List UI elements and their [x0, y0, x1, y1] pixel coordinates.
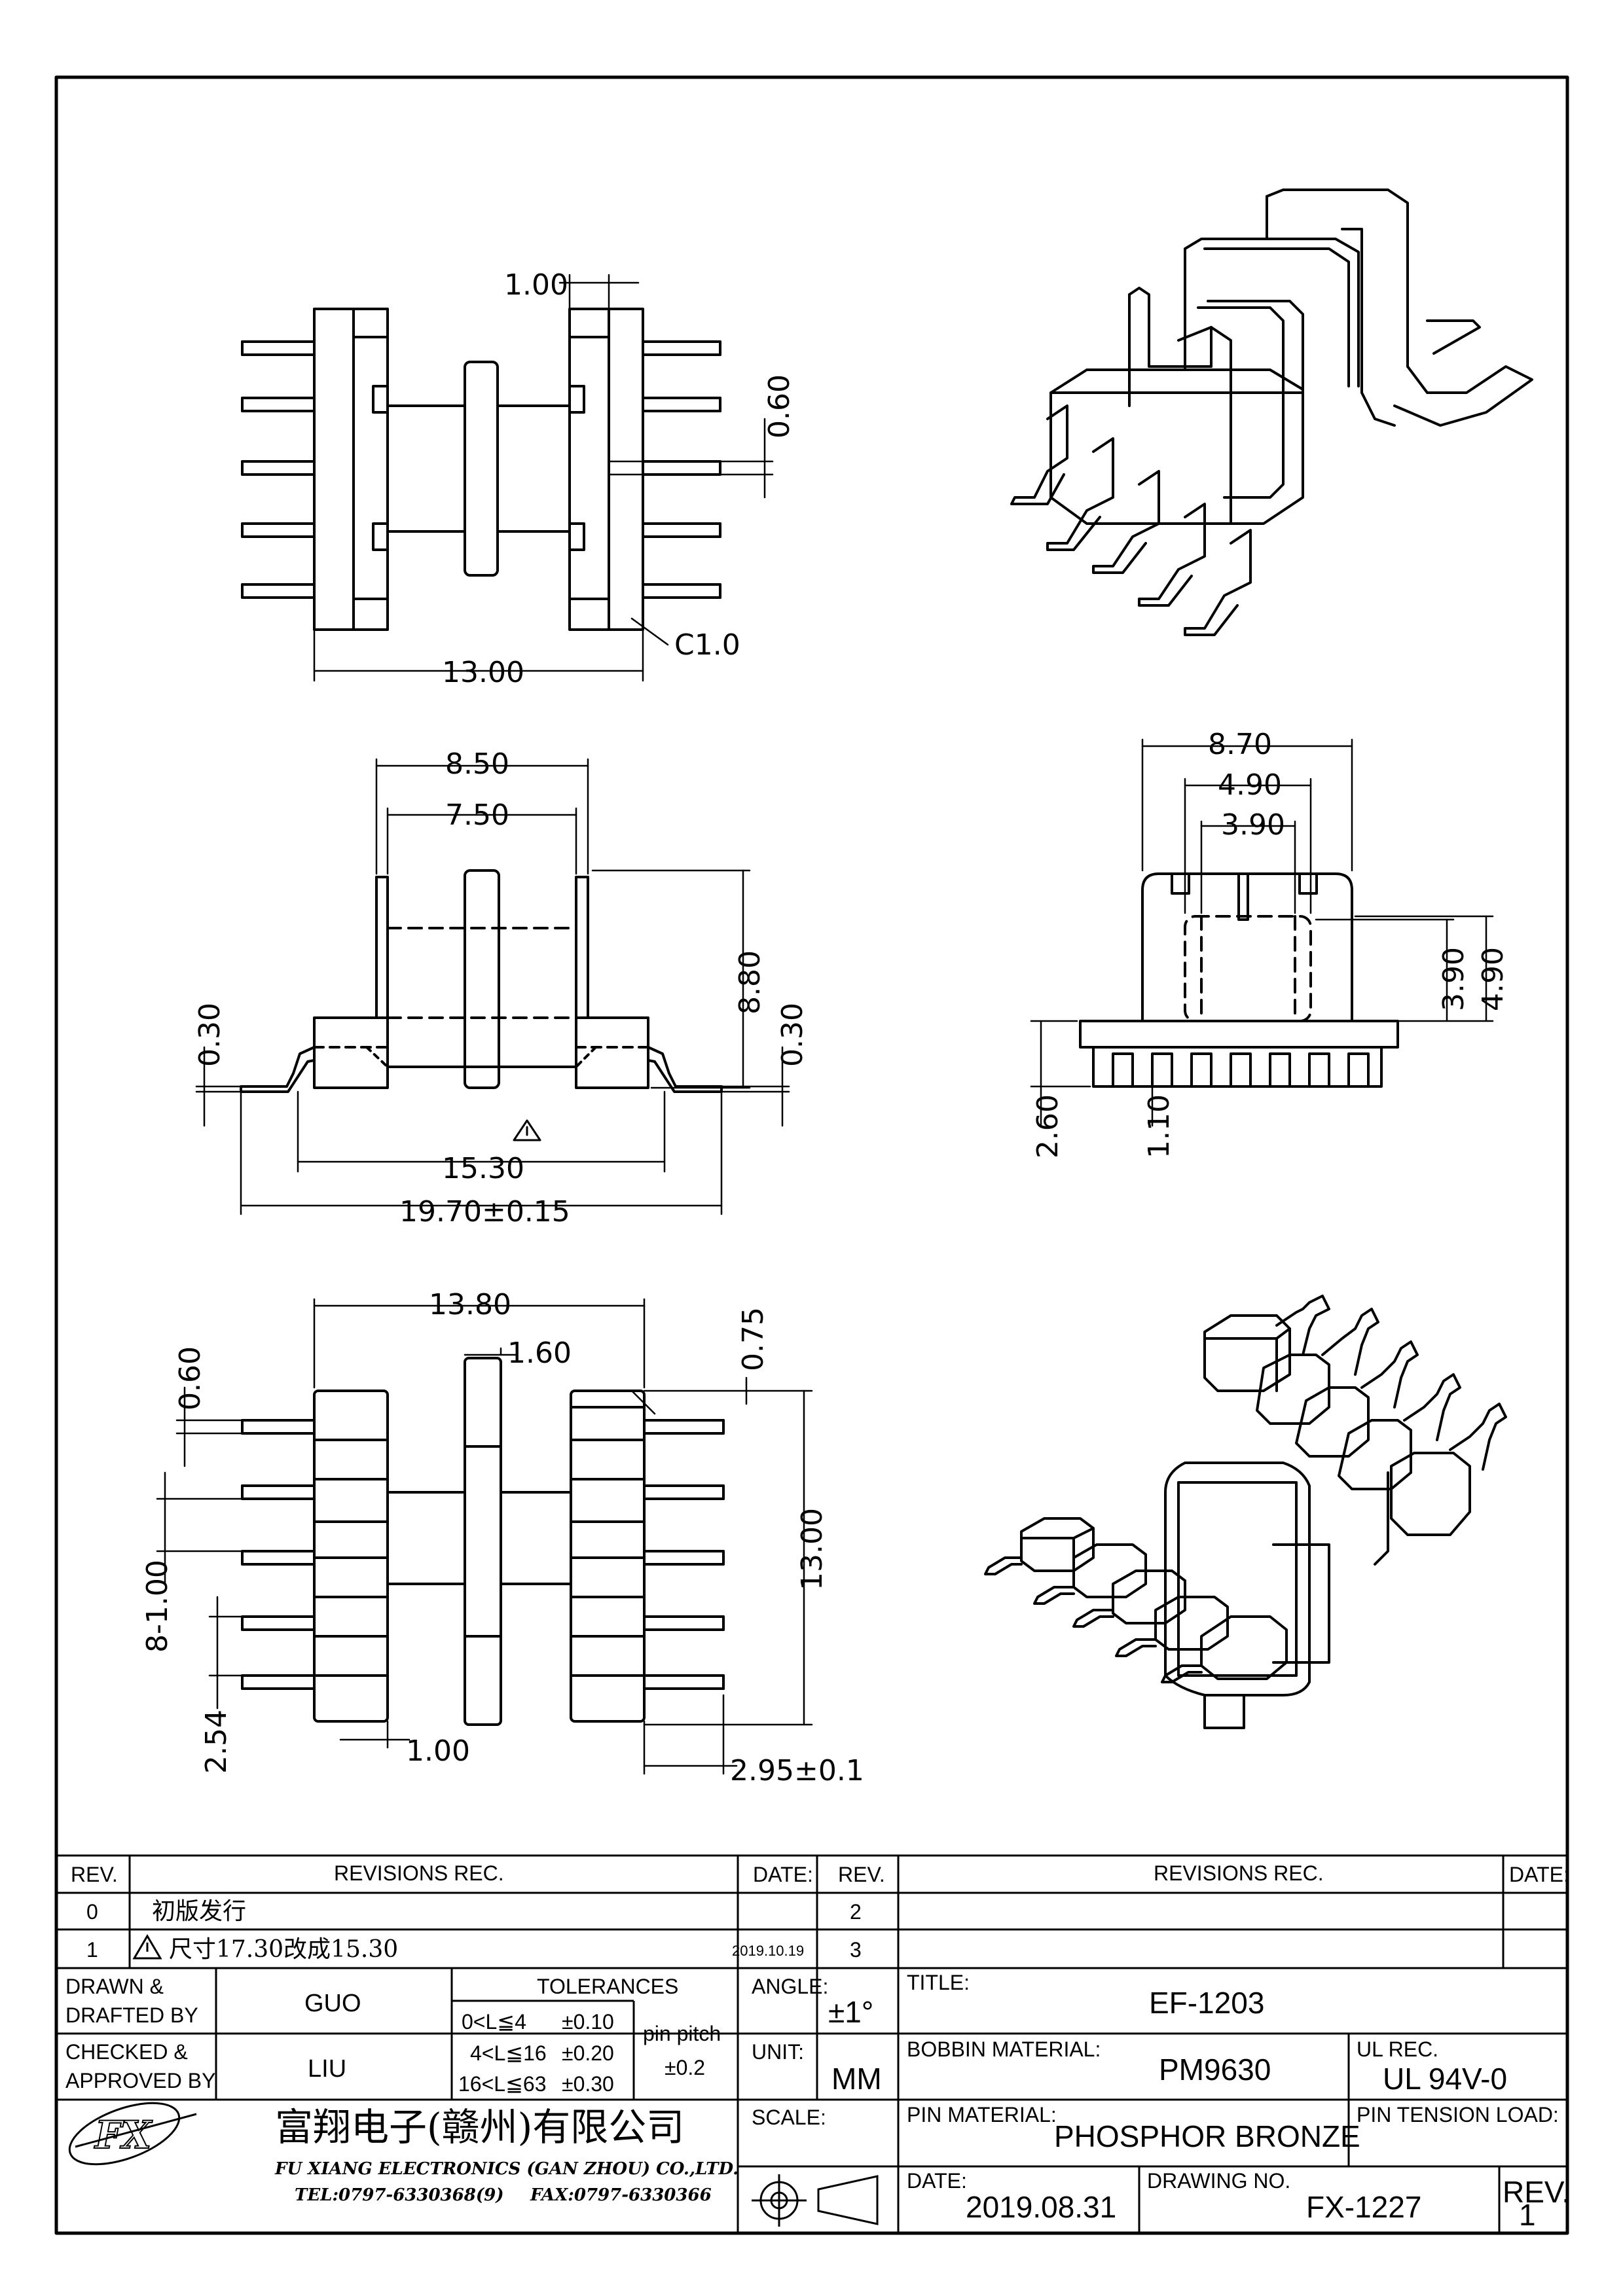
bobbin-material: PM9630: [1159, 2053, 1271, 2087]
dim-window-height-inner: 3.90: [1437, 947, 1470, 1011]
title-label: TITLE:: [907, 1971, 970, 1994]
revision-1-date: 2019.10.19: [732, 1943, 804, 1959]
scale-label: SCALE:: [752, 2106, 826, 2129]
dim-outer-span: 8.50: [445, 747, 509, 781]
dim-core-width: 1.60: [507, 1336, 572, 1370]
dim-window-inner: 3.90: [1221, 808, 1285, 842]
drawn-label: DRAWN &: [65, 1975, 164, 1998]
dim-length: 13.80: [429, 1288, 511, 1321]
company-tel: TEL:0797-6330368(9): [295, 2185, 504, 2205]
ul-label: UL REC.: [1357, 2037, 1438, 2061]
company-logo: FX: [68, 2102, 197, 2166]
angle-label: ANGLE:: [752, 1975, 828, 1998]
dim-base-height: 2.60: [1031, 1094, 1065, 1158]
side-view-dims: 8.70 4.90 3.90 3.90 4.90 2.60 1.10: [1031, 728, 1510, 1158]
pin-material-label: PIN MATERIAL:: [907, 2103, 1057, 2126]
dim-slot: 1.00: [406, 1734, 470, 1768]
dim-flange-thickness: 1.00: [504, 268, 568, 302]
revision-1-rev: 1: [86, 1938, 98, 1962]
tol-range-3: 16<L≦63: [458, 2072, 546, 2096]
projection-symbol-icon: [752, 2174, 879, 2227]
dim-pin-width: 0.60: [173, 1346, 207, 1410]
warning-triangle-icon: [132, 1934, 162, 1960]
revision-3-rev: 3: [850, 1938, 862, 1962]
dim-edge: 0.75: [737, 1307, 770, 1371]
pin-pitch-label: pin pitch: [643, 2022, 721, 2045]
unit-label: UNIT:: [752, 2040, 804, 2064]
drawing-no-label: DRAWING NO.: [1147, 2169, 1290, 2193]
dim-pin-thickness: 0.60: [763, 374, 796, 439]
pin-material: PHOSPHOR BRONZE: [1054, 2119, 1360, 2153]
header-revisions-rec-2: REVISIONS REC.: [1154, 1861, 1324, 1885]
dim-pin-height: 1.10: [1142, 1094, 1176, 1158]
header-date: DATE:: [753, 1863, 813, 1886]
revision-0-text: 初版发行: [152, 1898, 246, 1925]
ul-value: UL 94V-0: [1383, 2062, 1507, 2096]
isometric-view-top: [1010, 188, 1533, 636]
front-view: [195, 758, 790, 1215]
drawn-by: GUO: [304, 1990, 361, 2017]
dim-pin-count-pitch: 8-1.00: [141, 1560, 174, 1653]
company-name-en: FU XIANG ELECTRONICS (GAN ZHOU) CO.,LTD.: [274, 2159, 739, 2179]
header-revisions-rec: REVISIONS REC.: [334, 1861, 504, 1885]
pin-pitch-tol: ±0.2: [665, 2056, 705, 2079]
header-rev-2: REV.: [838, 1863, 885, 1886]
date-label: DATE:: [907, 2169, 967, 2193]
dim-pin-pitch: 2.54: [200, 1710, 233, 1774]
pin-tension-label: PIN TENSION LOAD:: [1357, 2103, 1559, 2126]
svg-text:FX: FX: [94, 2113, 153, 2157]
company-fax: FAX:0797-6330366: [530, 2185, 712, 2205]
tol-range-2: 4<L≦16: [470, 2041, 547, 2065]
company-name-cn: 富翔电子(赣州)有限公司: [275, 2105, 684, 2149]
checked-label: CHECKED &: [65, 2040, 188, 2064]
dim-inner-span: 7.50: [445, 798, 509, 832]
dim-height-bottom: 13.00: [795, 1508, 829, 1590]
tol-value-2: ±0.20: [562, 2041, 614, 2065]
sheet-border: [54, 75, 1569, 2235]
unit-value: MM: [831, 2062, 882, 2096]
front-view-dims: 8.50 7.50 8.80 0.30 0.30 15.30 19.70±0.1…: [193, 747, 809, 1229]
dim-total-length: 19.70±0.15: [399, 1195, 570, 1229]
dim-pin-offset: 2.95±0.1: [730, 1754, 864, 1787]
dim-height: 8.80: [733, 950, 767, 1014]
dim-base-right: 0.30: [776, 1003, 809, 1067]
bottom-view-dims: 13.80 1.60 0.75 0.60 8-1.00 2.54 13.00 1…: [141, 1288, 864, 1787]
dim-chamfer: C1.0: [674, 628, 740, 662]
side-view: [1030, 738, 1494, 1127]
drawing-no: FX-1227: [1306, 2190, 1421, 2224]
tol-range-1: 0<L≦4: [462, 2010, 526, 2034]
revision-0-rev: 0: [86, 1900, 98, 1924]
drafted-label: DRAFTED BY: [65, 2003, 198, 2027]
top-view: [241, 274, 774, 682]
dim-window-outer: 4.90: [1218, 768, 1282, 802]
tolerances-label: TOLERANCES: [537, 1975, 678, 1998]
date-value: 2019.08.31: [966, 2190, 1116, 2224]
header-date-2: DATE:: [1509, 1863, 1569, 1886]
bobbin-material-label: BOBBIN MATERIAL:: [907, 2037, 1101, 2061]
revision-1-text: 尺寸17.30改成15.30: [169, 1936, 398, 1963]
header-rev: REV.: [71, 1863, 118, 1886]
dim-outer-width: 8.70: [1208, 728, 1272, 761]
revision-2-rev: 2: [850, 1900, 862, 1924]
isometric-view-bottom: [984, 1295, 1507, 1729]
dim-overall-width: 13.00: [442, 656, 524, 689]
title-value: EF-1203: [1149, 1986, 1264, 2020]
angle-value: ±1°: [828, 1995, 873, 2029]
top-view-dims: 1.00 0.60 13.00 C1.0: [442, 268, 796, 689]
dim-pin-span: 15.30: [442, 1152, 524, 1185]
rev-value: 1: [1519, 2198, 1536, 2232]
bottom-view: [156, 1298, 813, 1775]
title-block: REV. REVISIONS REC. DATE: REV. REVISIONS…: [56, 1854, 1570, 2234]
dim-base-left: 0.30: [193, 1003, 227, 1067]
checked-by: LIU: [308, 2055, 346, 2083]
approved-label: APPROVED BY: [65, 2069, 215, 2092]
tol-value-3: ±0.30: [562, 2072, 614, 2096]
dim-window-height-outer: 4.90: [1476, 947, 1510, 1011]
tol-value-1: ±0.10: [562, 2010, 614, 2034]
rev-label: REV.: [1503, 2175, 1570, 2209]
